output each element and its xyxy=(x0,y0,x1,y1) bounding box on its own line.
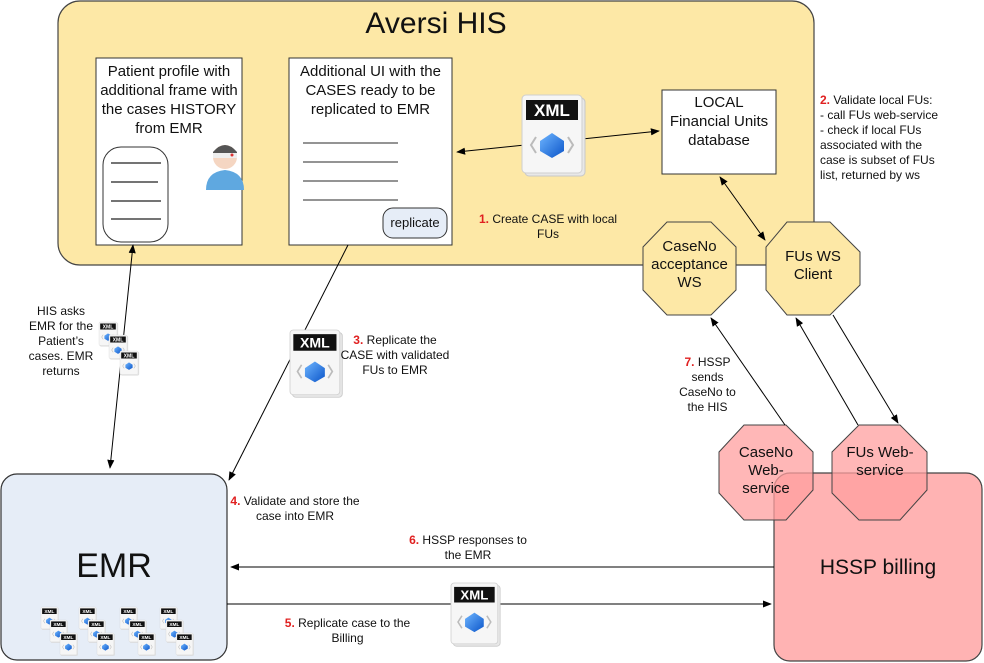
cases-panel-label: Additional UI with the CASES ready to be… xyxy=(300,63,441,118)
replicate-button[interactable]: replicate xyxy=(390,215,440,230)
fus-ws-client xyxy=(765,221,861,316)
fus-ws-call-arrow xyxy=(795,317,859,426)
his-emr-note: HIS asks EMR for the Patient’s cases. EM… xyxy=(28,304,94,378)
xml-icon xyxy=(119,350,140,376)
replicate-to-emr-arrow xyxy=(228,244,349,481)
step-2-label: 2. Validate local FUs: - call FUs web-se… xyxy=(820,93,939,182)
emr-title: EMR xyxy=(76,547,152,585)
his-title: Aversi HIS xyxy=(365,7,507,40)
local-fu-database xyxy=(661,89,777,175)
replicate-button-shape[interactable] xyxy=(382,207,448,239)
cases-history-frame xyxy=(102,146,169,243)
patient-icon xyxy=(206,145,244,190)
patient-panel-label: Patient profile with additional frame wi… xyxy=(100,63,238,137)
step-7-label: 7. HSSP sends CaseNo to the HIS xyxy=(679,355,736,414)
fus-web-service xyxy=(831,424,928,521)
fus-client-label: FUs WS Client xyxy=(785,248,841,283)
caseno-ws-label: CaseNo Web-service xyxy=(738,444,794,497)
caseno-ws-arrow xyxy=(710,317,786,426)
step-6-label: 6. HSSP responses to the EMR xyxy=(409,533,527,562)
hssp-title: HSSP billing xyxy=(819,556,937,579)
step-1-label: 1. Create CASE with local FUs xyxy=(478,212,618,241)
fus-ws-response-arrow xyxy=(832,314,899,424)
xml-icon xyxy=(289,329,344,399)
fus-ws-label: FUs Web-service xyxy=(846,444,914,479)
step-5-label: 5. Replicate case to the Billing xyxy=(284,616,411,645)
caseno-web-service xyxy=(718,424,814,521)
local-db-label: LOCAL Financial Units database xyxy=(669,94,769,149)
step-4-label: 4. Validate and store the case into EMR xyxy=(230,494,360,523)
caseno-acceptance-ws xyxy=(642,221,737,316)
xml-icon xyxy=(450,582,501,647)
step-number: 1. xyxy=(478,212,489,226)
xml-icon xyxy=(521,94,586,177)
db-to-fu-client-arrow xyxy=(719,176,766,241)
step-3-label: 3. Replicate the CASE with validated FUs… xyxy=(340,333,450,377)
caseno-acceptance-label: CaseNo acceptance WS xyxy=(651,238,728,291)
